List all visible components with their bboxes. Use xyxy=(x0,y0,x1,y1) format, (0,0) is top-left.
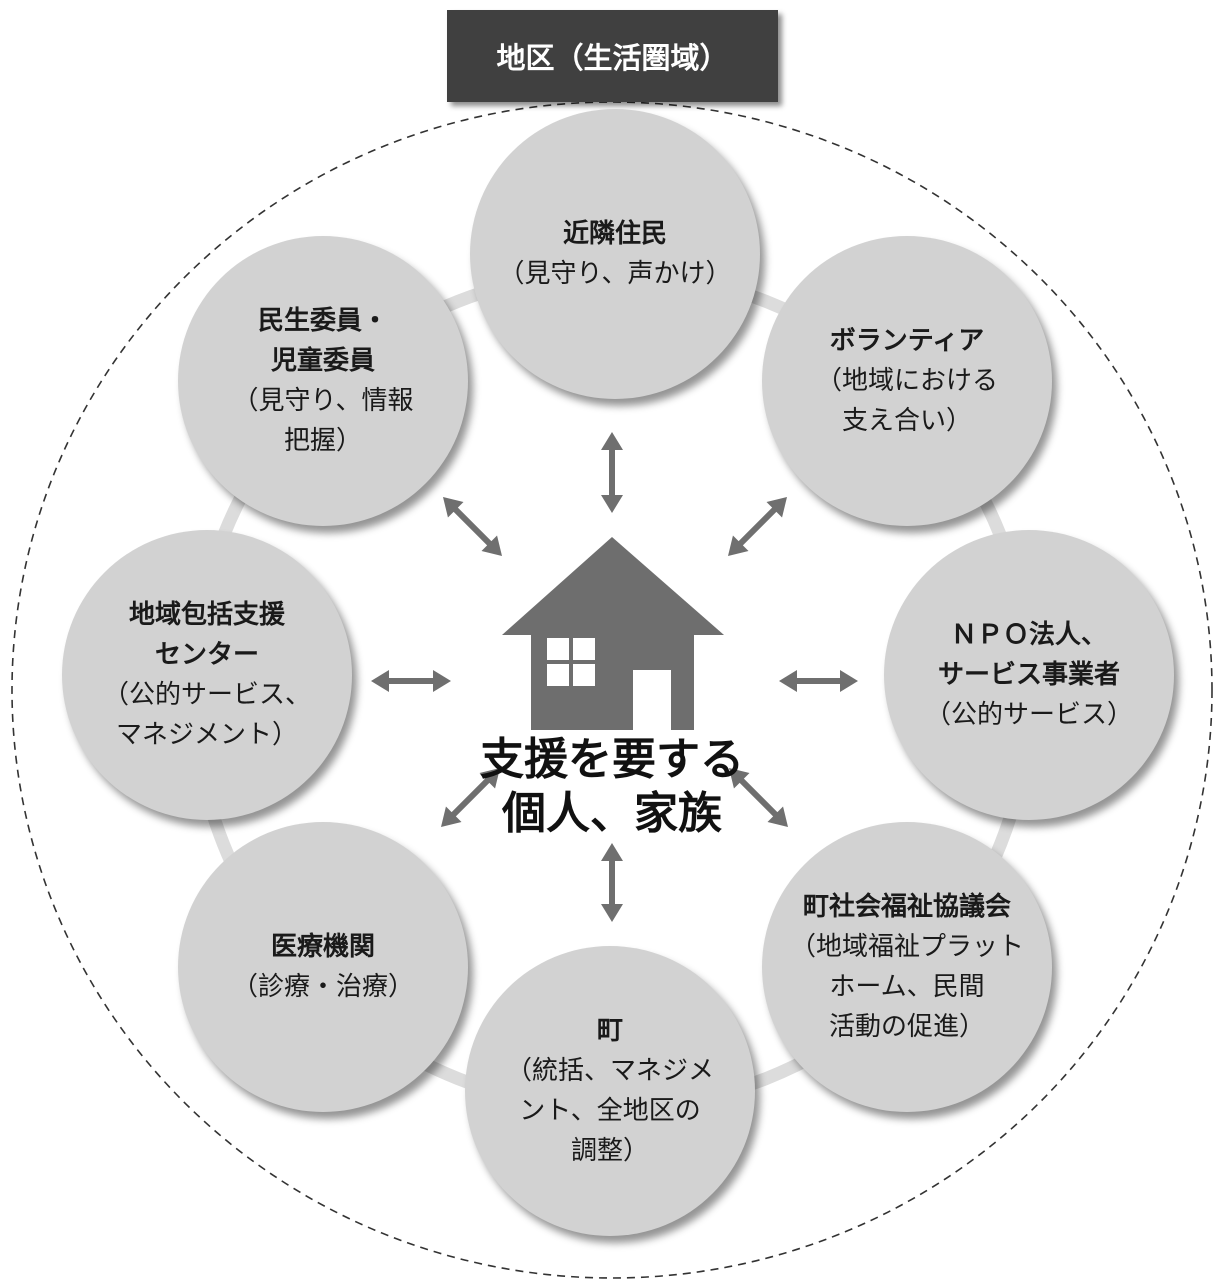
arrow-medical-icon xyxy=(441,768,500,827)
node-description: （診療・治療） xyxy=(231,972,414,1002)
node-title: 地域包括支援 センター xyxy=(128,600,285,670)
arrows-group xyxy=(371,432,858,922)
node-description: （見守り、声かけ） xyxy=(498,259,732,289)
node-volunteer: ボランティア （地域における 支え合い） xyxy=(762,236,1052,526)
center-label: 支援を要する 個人、家族 xyxy=(480,734,744,839)
node-council: 町社会福祉協議会 （地域福祉プラット ホーム、民間 活動の促進） xyxy=(762,822,1052,1112)
node-description: （地域における 支え合い） xyxy=(815,366,998,436)
node-title: ＮＰＯ法人、 サービス事業者 xyxy=(937,620,1120,690)
node-title: 町 xyxy=(596,1016,623,1046)
region-header: 地区（生活圏域） xyxy=(447,10,778,102)
arrow-npo-icon xyxy=(779,670,858,692)
arrow-welfare-icon xyxy=(443,497,502,556)
node-title: ボランティア xyxy=(829,326,985,356)
node-title: 近隣住民 xyxy=(562,219,667,249)
node-description: （見守り、情報 把握） xyxy=(232,386,414,456)
arrow-town-icon xyxy=(601,843,623,922)
arrow-volunteer-icon xyxy=(728,497,787,556)
arrow-neighbors-icon xyxy=(601,432,623,513)
node-title: 町社会福祉協議会 xyxy=(802,892,1011,922)
node-npo: ＮＰＯ法人、 サービス事業者 （公的サービス） xyxy=(884,530,1174,820)
house-icon xyxy=(502,537,724,730)
node-description: （公的サービス、 マネジメント） xyxy=(102,680,311,750)
arrow-council-icon xyxy=(729,768,788,827)
node-town: 町 （統括、マネジメ ント、全地区の 調整） xyxy=(465,946,755,1236)
node-description: （統括、マネジメ ント、全地区の 調整） xyxy=(505,1056,714,1166)
node-welfare-commissioner: 民生委員・ 児童委員 （見守り、情報 把握） xyxy=(178,236,468,526)
node-support-center: 地域包括支援 センター （公的サービス、 マネジメント） xyxy=(62,530,352,820)
node-description: （公的サービス） xyxy=(924,700,1133,730)
node-medical: 医療機関 （診療・治療） xyxy=(178,822,468,1112)
node-title: 民生委員・ 児童委員 xyxy=(257,306,388,376)
node-description: （地域福祉プラット ホーム、民間 活動の促進） xyxy=(789,932,1024,1042)
arrow-support-center-icon xyxy=(371,670,451,692)
node-title: 医療機関 xyxy=(270,932,375,962)
node-neighbors: 近隣住民 （見守り、声かけ） xyxy=(470,109,760,399)
region-boundary xyxy=(11,101,1213,1279)
